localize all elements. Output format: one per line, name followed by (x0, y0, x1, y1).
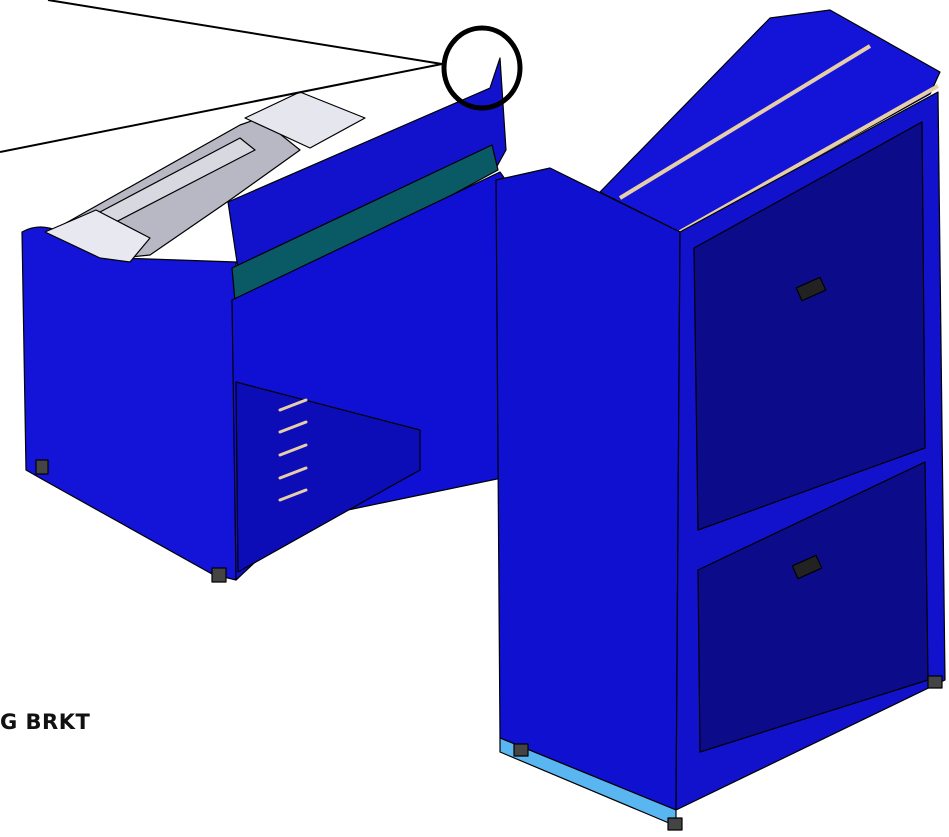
rear-top-cover (244, 91, 366, 149)
top-rail-1 (618, 44, 872, 200)
top-rail-2 (679, 84, 939, 234)
right-cabinet (495, 9, 946, 831)
foot-left-2 (211, 567, 227, 583)
foot-right-3 (927, 675, 943, 689)
leader-line-lower (0, 63, 443, 153)
callout (0, 0, 523, 153)
foot-right-2 (667, 817, 683, 831)
callout-circle (441, 25, 523, 111)
upper-door-handle (795, 276, 827, 302)
drawer-handles (278, 398, 308, 502)
left-cabinet (235, 381, 421, 573)
cabinet-left-face (495, 167, 681, 811)
bracket-callout-label: G BRKT (0, 710, 91, 734)
leader-line-upper (47, 0, 443, 65)
front-end-plate (44, 209, 151, 263)
foot-right-1 (513, 743, 529, 757)
left-unit (21, 57, 521, 583)
left-side-panel (21, 226, 237, 581)
upper-door (693, 121, 926, 531)
foot-left-1 (35, 459, 49, 475)
lower-door-handle (791, 554, 823, 580)
